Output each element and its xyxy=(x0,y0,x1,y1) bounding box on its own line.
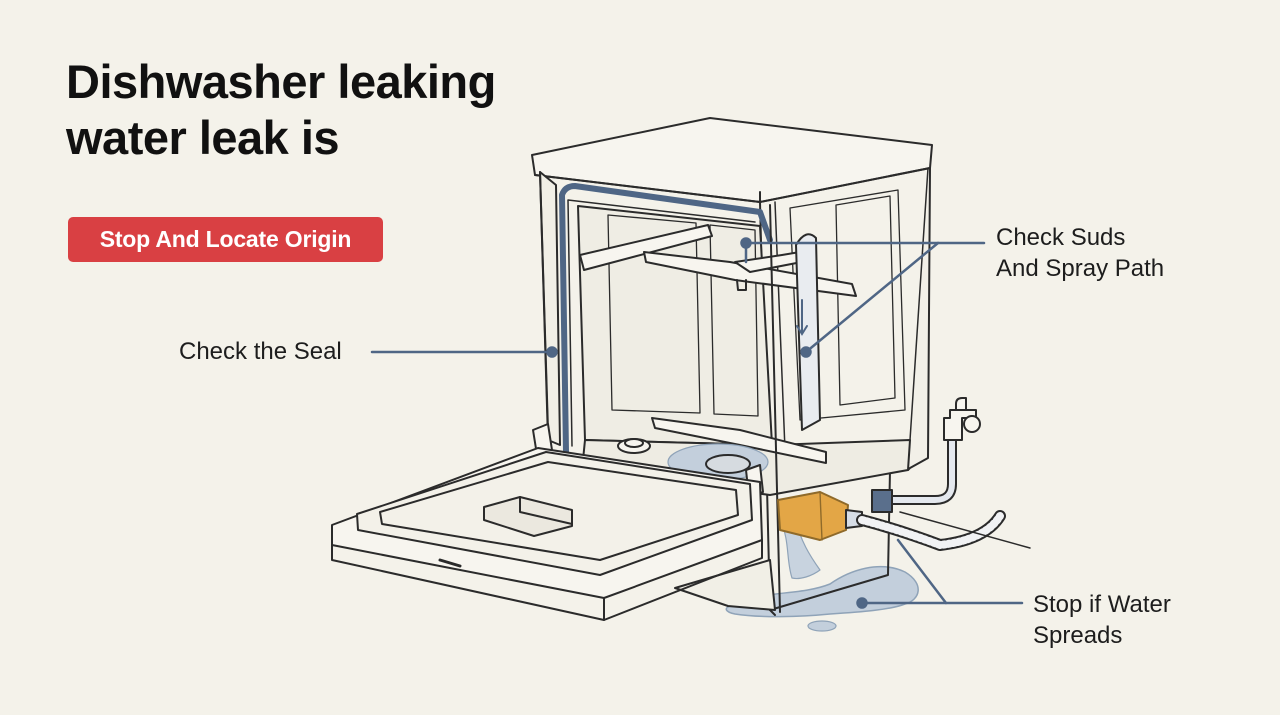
page-title: Dishwasher leaking water leak is xyxy=(66,54,496,166)
tub-frame xyxy=(539,171,561,446)
lower-spray-arm xyxy=(651,417,827,464)
callout-check-suds-line-2: And Spray Path xyxy=(996,255,1165,282)
door-gasket xyxy=(559,183,773,455)
callout-check-seal: Check the Seal xyxy=(179,336,342,367)
base-panel xyxy=(674,559,776,611)
inlet-valve xyxy=(777,491,849,541)
hose-coupling xyxy=(871,489,893,513)
title-line-2: water leak is xyxy=(66,111,340,164)
action-badge: Stop And Locate Origin xyxy=(68,217,383,262)
callout-check-suds-line-1: Check Suds xyxy=(996,224,1126,251)
filter-basket xyxy=(705,454,751,474)
water-drop xyxy=(807,620,837,632)
callout-stop-water-line-1: Stop if Water xyxy=(1033,591,1171,618)
title-line-1: Dishwasher leaking xyxy=(66,55,496,108)
water-leader-dot xyxy=(856,597,868,609)
suds-leader-dot xyxy=(800,346,812,358)
suds-leader-dot-top xyxy=(740,237,752,249)
suds-leader-branch xyxy=(804,241,940,354)
spray-tube xyxy=(795,233,821,431)
callout-stop-water: Stop if Water Spreads xyxy=(1033,589,1171,651)
seal-leader-dot xyxy=(546,346,558,358)
callout-check-seal-line-1: Check the Seal xyxy=(179,338,342,365)
water-drip xyxy=(779,519,821,580)
callout-check-suds: Check Suds And Spray Path xyxy=(996,222,1164,284)
floor-line xyxy=(899,511,1031,549)
upper-rack-rail xyxy=(579,224,713,271)
callout-stop-water-line-2: Spreads xyxy=(1033,622,1123,649)
